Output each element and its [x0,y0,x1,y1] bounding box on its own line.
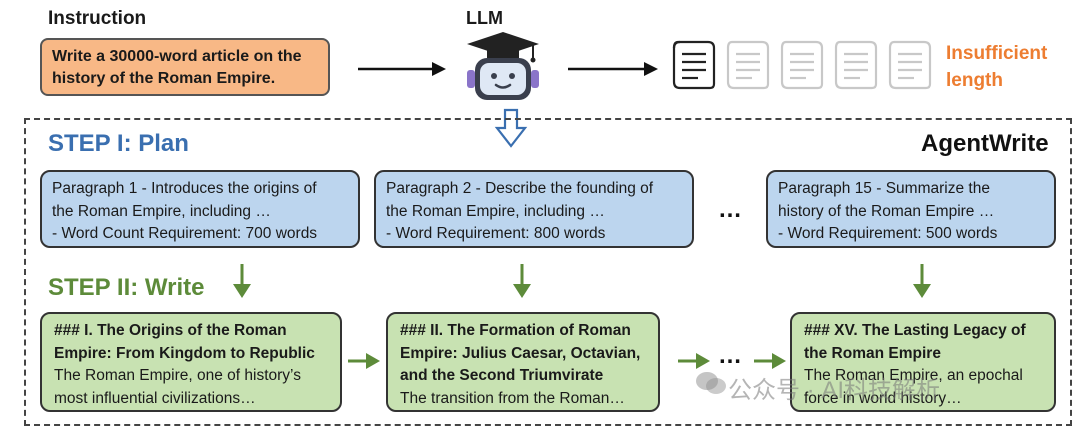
llm-label: LLM [466,8,503,28]
insufficient-length-label: Insufficient length [946,40,1047,94]
write-body: The Roman Empire, one of history’s most … [54,367,301,407]
plan-line: - Word Requirement: 800 words [386,225,606,242]
scroll-icon-faded [726,40,770,90]
hollow-down-arrow-icon [494,108,528,148]
write-heading: ### I. The Origins of the Roman Empire: … [54,322,315,362]
step2-label: STEP II: Write [48,274,205,301]
arrow-instruction-to-llm [358,62,446,76]
instruction-box: Write a 30000-word article on the histor… [40,38,330,96]
green-down-arrow-icon [513,264,531,298]
agentwrite-frame [24,118,1072,426]
agentwrite-title: AgentWrite [921,130,1049,157]
wechat-icon [696,372,726,394]
watermark: 公众号 · AI科技解析 [728,377,941,404]
write-heading: ### XV. The Lasting Legacy of the Roman … [804,322,1026,362]
step1-label: STEP I: Plan [48,130,189,157]
write-ellipsis: … [718,342,742,369]
arrow-llm-to-output [568,62,658,76]
plan-line: the Roman Empire, including … [386,202,605,220]
scroll-icon-faded [834,40,878,90]
scroll-icon [672,40,716,90]
write-body: The Roman Empire, an epochal force in wo… [804,367,1023,407]
green-right-arrow-icon [678,353,710,369]
instruction-label: Instruction [48,8,147,29]
green-right-arrow-icon [754,353,786,369]
output-scrolls [672,40,932,90]
write-box-2: ### II. The Formation of Roman Empire: J… [386,312,660,412]
green-down-arrow-icon [913,264,931,298]
plan-box-2: Paragraph 2 - Describe the founding of t… [374,170,694,248]
plan-line: history of the Roman Empire … [778,202,995,220]
plan-box-1: Paragraph 1 - Introduces the origins of … [40,170,360,248]
write-box-1: ### I. The Origins of the Roman Empire: … [40,312,342,412]
write-heading: ### II. The Formation of Roman Empire: J… [400,322,641,384]
plan-line: Paragraph 15 - Summarize the [778,180,990,197]
plan-box-15: Paragraph 15 - Summarize the history of … [766,170,1056,248]
scroll-icon-faded [888,40,932,90]
green-down-arrow-icon [233,264,251,298]
plan-line: Paragraph 1 - Introduces the origins of [52,180,317,197]
green-right-arrow-icon [348,353,380,369]
plan-line: Paragraph 2 - Describe the founding of [386,180,654,197]
plan-ellipsis: … [718,196,742,223]
plan-line: the Roman Empire, including … [52,202,271,220]
llm-robot-icon [467,32,539,100]
scroll-icon-faded [780,40,824,90]
plan-line: - Word Count Requirement: 700 words [52,225,318,242]
plan-line: - Word Requirement: 500 words [778,225,998,242]
write-body: The transition from the Roman… [400,389,625,407]
insufficient-line2: length [946,70,1003,91]
insufficient-line1: Insufficient [946,43,1048,64]
write-box-15: ### XV. The Lasting Legacy of the Roman … [790,312,1056,412]
